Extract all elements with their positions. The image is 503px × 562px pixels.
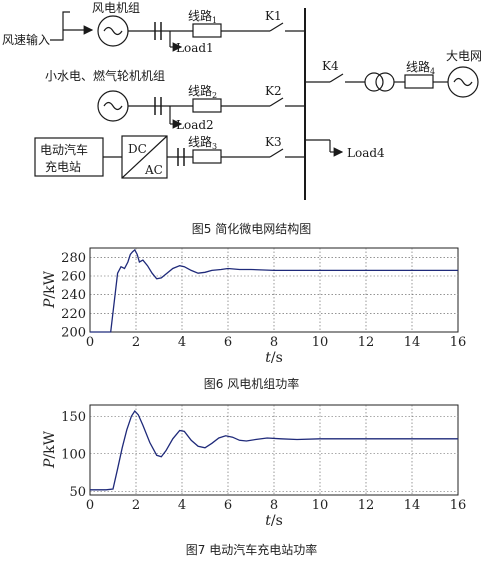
fig7-ytick-label: 50 bbox=[69, 485, 86, 500]
load4-label: Load4 bbox=[347, 146, 385, 160]
fig6-xtick-label: 4 bbox=[178, 335, 186, 350]
fig7-ylabel: P/kW bbox=[42, 430, 58, 469]
wind-input-label: 风速输入 bbox=[2, 32, 50, 47]
fig6-ytick-label: 260 bbox=[61, 270, 86, 285]
fig6-xtick-label: 16 bbox=[450, 335, 467, 350]
figure5-caption: 图5 简化微电网结构图 bbox=[191, 222, 312, 236]
line4-label: 线路4 bbox=[406, 59, 435, 76]
fig7-plot-frame bbox=[89, 404, 459, 496]
line3-impedance bbox=[192, 149, 222, 164]
fig6-ytick-label: 220 bbox=[61, 307, 86, 322]
hydro-gas-generator-wave bbox=[103, 101, 123, 111]
fig6-xtick-label: 6 bbox=[224, 335, 232, 350]
fig6-xtick-label: 14 bbox=[404, 335, 421, 350]
line4-impedance bbox=[404, 74, 434, 89]
k1-switch-blade bbox=[269, 22, 284, 32]
fig6-xtick-label: 12 bbox=[358, 335, 375, 350]
figure7-caption: 图7 电动汽车充电站功率 bbox=[185, 543, 318, 557]
fig7-xtick-label: 6 bbox=[224, 498, 232, 513]
fig6-xtick-label: 0 bbox=[86, 335, 94, 350]
fig7-ytick-label: 150 bbox=[61, 410, 86, 425]
k3-switch-blade bbox=[269, 148, 284, 158]
fig7-xtick-label: 14 bbox=[404, 498, 421, 513]
wind-input-step bbox=[50, 11, 70, 41]
dc-ac-diagonal bbox=[121, 135, 168, 179]
fig6-ytick-label: 280 bbox=[61, 251, 86, 266]
wind-generator-label: 风电机组 bbox=[92, 1, 140, 15]
fig7-xtick-label: 4 bbox=[178, 498, 186, 513]
fig7-xtick-label: 0 bbox=[86, 498, 94, 513]
fig7-xtick-label: 10 bbox=[312, 498, 329, 513]
grid-source-wave bbox=[453, 77, 473, 87]
k2-switch-blade bbox=[269, 97, 284, 107]
transformer-coil-1 bbox=[364, 72, 384, 92]
line2-impedance bbox=[192, 98, 222, 113]
fig6-series-line-0 bbox=[90, 248, 458, 333]
ev-station-label-line2: 充电站 bbox=[45, 159, 81, 174]
fig7-xtick-label: 8 bbox=[270, 498, 278, 513]
ac-label: AC bbox=[144, 163, 163, 177]
transformer-coil-2 bbox=[375, 72, 395, 92]
fig6-ylabel: P/kW bbox=[42, 270, 58, 309]
microgrid-diagram: 风速输入 风电机组 线路1 Load1 K1 小水电、燃气轮机机组 线路2 Lo… bbox=[2, 1, 482, 200]
load2-label: Load2 bbox=[176, 118, 214, 132]
fig6-ytick-label: 200 bbox=[61, 326, 86, 341]
fig7-ytick-label: 100 bbox=[61, 447, 86, 462]
fig6-xtick-label: 2 bbox=[132, 335, 140, 350]
fig7-xlabel: t/s bbox=[265, 513, 283, 529]
load1-label: Load1 bbox=[176, 41, 214, 55]
grid-label: 大电网 bbox=[446, 49, 482, 63]
k3-label: K3 bbox=[265, 135, 282, 149]
k4-switch-blade bbox=[329, 73, 344, 83]
line1-label: 线路1 bbox=[188, 8, 217, 25]
ev-station-label-line1: 电动汽车 bbox=[40, 142, 88, 157]
fig6-xtick-label: 8 bbox=[270, 335, 278, 350]
figure6-caption: 图6 风电机组功率 bbox=[203, 377, 300, 391]
line1-impedance bbox=[192, 23, 222, 38]
fig6-xlabel: t/s bbox=[265, 350, 283, 366]
k4-label: K4 bbox=[322, 59, 339, 73]
hydro-gas-label: 小水电、燃气轮机机组 bbox=[45, 68, 165, 83]
dc-label: DC bbox=[128, 142, 147, 156]
line3-label: 线路3 bbox=[188, 134, 217, 151]
fig6-xtick-label: 10 bbox=[312, 335, 329, 350]
grid-source-symbol bbox=[447, 66, 479, 98]
fig6-ytick-label: 240 bbox=[61, 288, 86, 303]
line2-label: 线路2 bbox=[188, 83, 217, 100]
fig7-xtick-label: 12 bbox=[358, 498, 375, 513]
fig7-xtick-label: 2 bbox=[132, 498, 140, 513]
fig7-series-line-0 bbox=[90, 409, 458, 491]
k2-label: K2 bbox=[265, 84, 282, 98]
fig7-xtick-label: 16 bbox=[450, 498, 467, 513]
wind-generator-wave bbox=[103, 26, 123, 36]
k1-label: K1 bbox=[265, 9, 282, 23]
